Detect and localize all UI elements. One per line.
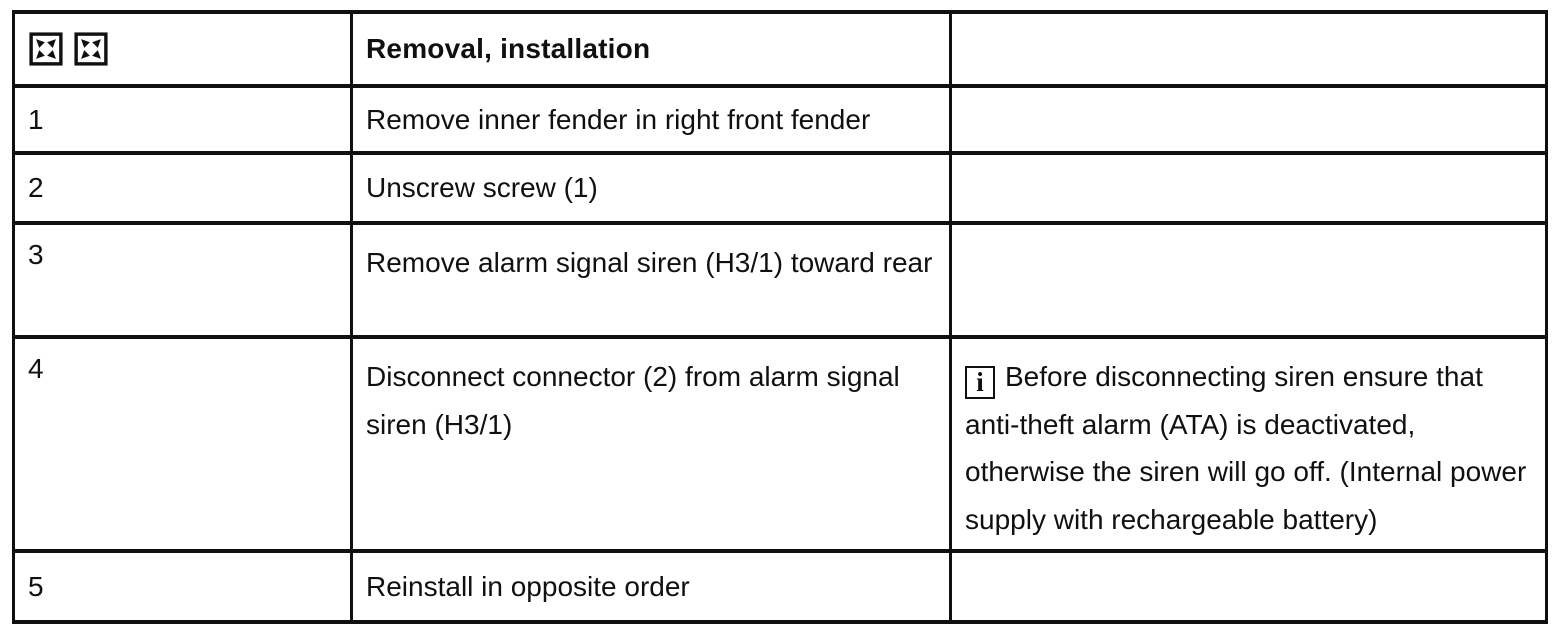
procedure-text: Reinstall in opposite order (350, 549, 952, 624)
installation-icon (74, 32, 108, 66)
step-number: 1 (12, 84, 353, 155)
step-number: 3 (12, 221, 353, 339)
procedure-text: Unscrew screw (1) (350, 151, 952, 225)
step-number: 5 (12, 549, 353, 624)
info-icon: i (965, 366, 995, 399)
table-row-step-5: 5 Reinstall in opposite order (12, 549, 1548, 624)
procedure-text: Disconnect connector (2) from alarm sign… (350, 334, 952, 554)
note-cell (949, 221, 1548, 339)
step-symbols-cell (12, 10, 353, 88)
procedure-text: Remove alarm signal siren (H3/1) toward … (350, 221, 952, 339)
table-row-step-4: 4 Disconnect connector (2) from alarm si… (12, 334, 1548, 554)
note-text: Before disconnecting siren ensure that a… (965, 361, 1527, 535)
note-cell (949, 549, 1548, 624)
table-row-step-1: 1 Remove inner fender in right front fen… (12, 84, 1548, 155)
procedure-text: Remove inner fender in right front fende… (350, 84, 952, 155)
procedure-text-wrap: Disconnect connector (2) from alarm sign… (366, 361, 900, 440)
procedure-table: Removal, installation 1 Remove inner fen… (12, 10, 1548, 624)
note-cell (949, 151, 1548, 225)
table-row-step-3: 3 Remove alarm signal siren (H3/1) towar… (12, 221, 1548, 339)
step-number: 4 (12, 334, 353, 554)
procedure-text-wrap: Remove alarm signal siren (H3/1) toward … (366, 247, 933, 278)
removal-icon (29, 32, 63, 66)
note-header-cell (949, 10, 1548, 88)
step-number: 2 (12, 151, 353, 225)
table-row-step-2: 2 Unscrew screw (1) (12, 151, 1548, 225)
table-row-header: Removal, installation (12, 10, 1548, 88)
note-cell (949, 84, 1548, 155)
procedure-header: Removal, installation (350, 10, 952, 88)
